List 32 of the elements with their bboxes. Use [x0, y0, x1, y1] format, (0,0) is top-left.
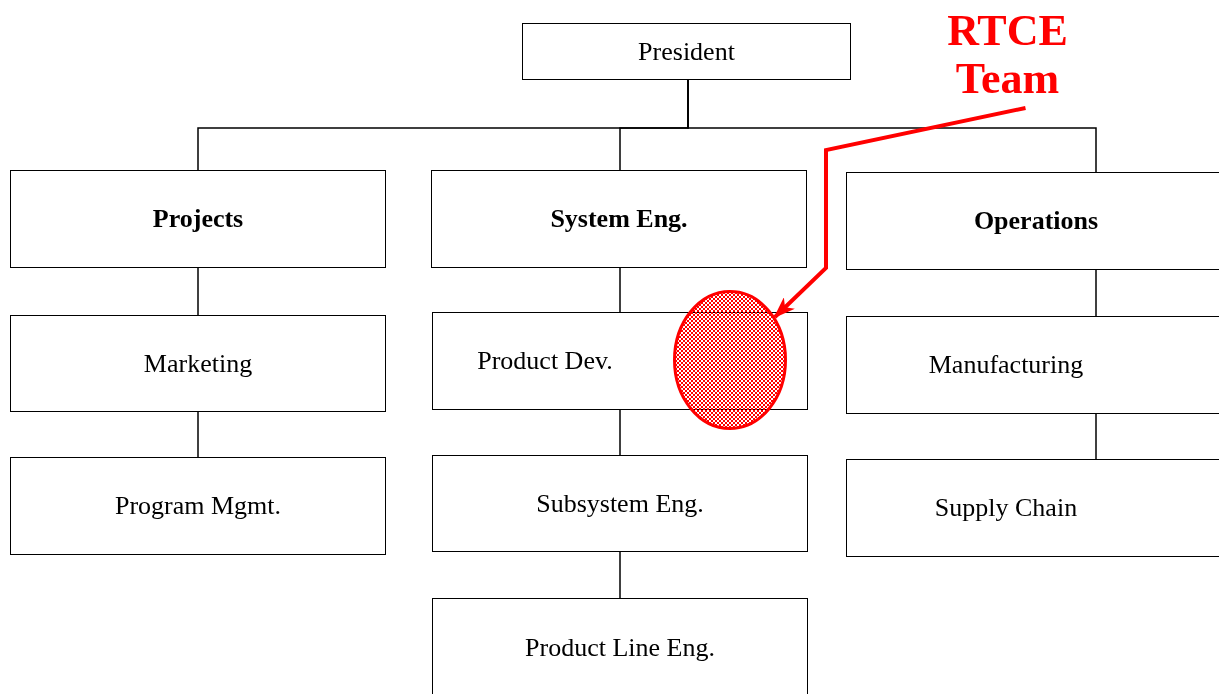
unit-label: Product Line Eng.: [525, 633, 715, 663]
callout-label: RTCE Team: [946, 6, 1069, 104]
org-unit-box: [431, 170, 807, 268]
unit-label: Program Mgmt.: [114, 491, 282, 521]
connector-line: [1095, 413, 1097, 460]
connector-line: [197, 411, 199, 458]
unit-label: Subsystem Eng.: [536, 488, 704, 519]
org-unit-box: [10, 170, 386, 268]
unit-label: Operations: [973, 206, 1099, 236]
highlight-ellipse: [673, 290, 787, 430]
unit-label: Projects: [152, 204, 244, 234]
connector-line: [687, 79, 1097, 173]
org-unit-box: [846, 316, 1219, 414]
unit-label: President: [638, 36, 735, 67]
org-unit-box: [846, 172, 1219, 270]
connector-line: [197, 267, 199, 316]
org-unit-box: [10, 457, 386, 555]
unit-label: Marketing: [143, 348, 253, 379]
unit-label: Manufacturing: [928, 350, 1084, 380]
connector-line: [619, 267, 621, 313]
unit-label: System Eng.: [550, 204, 688, 234]
org-unit-box: [846, 459, 1219, 557]
connector-line: [1095, 269, 1097, 317]
org-unit-box: [432, 455, 808, 552]
org-unit-box: [432, 598, 808, 694]
org-unit-box: [10, 315, 386, 412]
org-unit-box: [522, 23, 851, 80]
arrow: [773, 106, 1026, 319]
unit-label: Product Dev.: [477, 346, 613, 376]
connector-line: [619, 409, 621, 456]
connector-line: [619, 551, 621, 599]
unit-label: Supply Chain: [934, 493, 1078, 523]
